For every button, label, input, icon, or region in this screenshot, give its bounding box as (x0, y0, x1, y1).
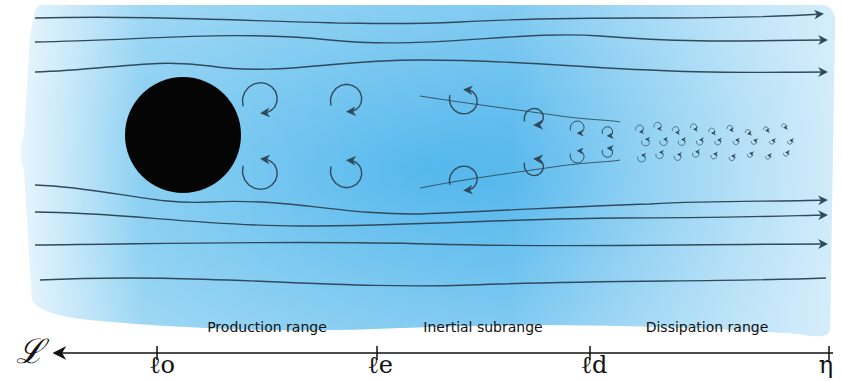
eddy (331, 84, 362, 111)
eddy (764, 127, 768, 131)
eddy (766, 155, 770, 159)
eddy (638, 155, 646, 162)
eddy (747, 153, 752, 157)
eddy (784, 152, 788, 156)
eddy (691, 124, 697, 129)
eddy (570, 151, 584, 163)
scale-axis-symbol: ℒ (16, 327, 44, 373)
eddy (788, 140, 792, 144)
range-label: Production range (207, 319, 327, 335)
cylinder (125, 77, 241, 193)
eddy (656, 152, 663, 158)
eddy (243, 83, 278, 113)
eddy (524, 159, 543, 176)
eddy (602, 127, 612, 136)
streamlines (35, 14, 826, 286)
range-label: Dissipation range (646, 319, 769, 335)
eddy (729, 156, 734, 161)
eddy (636, 125, 644, 132)
eddy (709, 128, 715, 133)
eddies (243, 83, 792, 191)
eddy (672, 127, 679, 133)
scale-label: ℓe (367, 351, 393, 379)
eddy (331, 160, 362, 187)
eddy (751, 140, 756, 144)
eddy (770, 140, 774, 144)
flow-region (21, 5, 835, 336)
eddy (745, 130, 750, 134)
range-label: Inertial subrange (423, 319, 542, 335)
eddy (449, 90, 477, 114)
scale-label: ℓd (581, 351, 608, 379)
eddy (715, 140, 721, 145)
eddy (674, 155, 681, 161)
eddy (733, 140, 738, 145)
eddy (524, 108, 543, 125)
scale-label: ℓo (149, 351, 175, 379)
eddy (782, 124, 786, 128)
eddy (654, 122, 661, 128)
eddy (570, 121, 584, 133)
eddy (602, 148, 612, 157)
eddy (449, 166, 477, 190)
eddy (693, 152, 699, 157)
scale-label: η (819, 351, 833, 379)
eddy (711, 154, 717, 159)
eddy (678, 140, 685, 146)
eddy (642, 139, 650, 146)
flow-region-glow (21, 5, 835, 336)
eddy (727, 125, 732, 129)
eddy (697, 140, 703, 145)
eddy (660, 139, 667, 145)
eddy (243, 159, 278, 189)
